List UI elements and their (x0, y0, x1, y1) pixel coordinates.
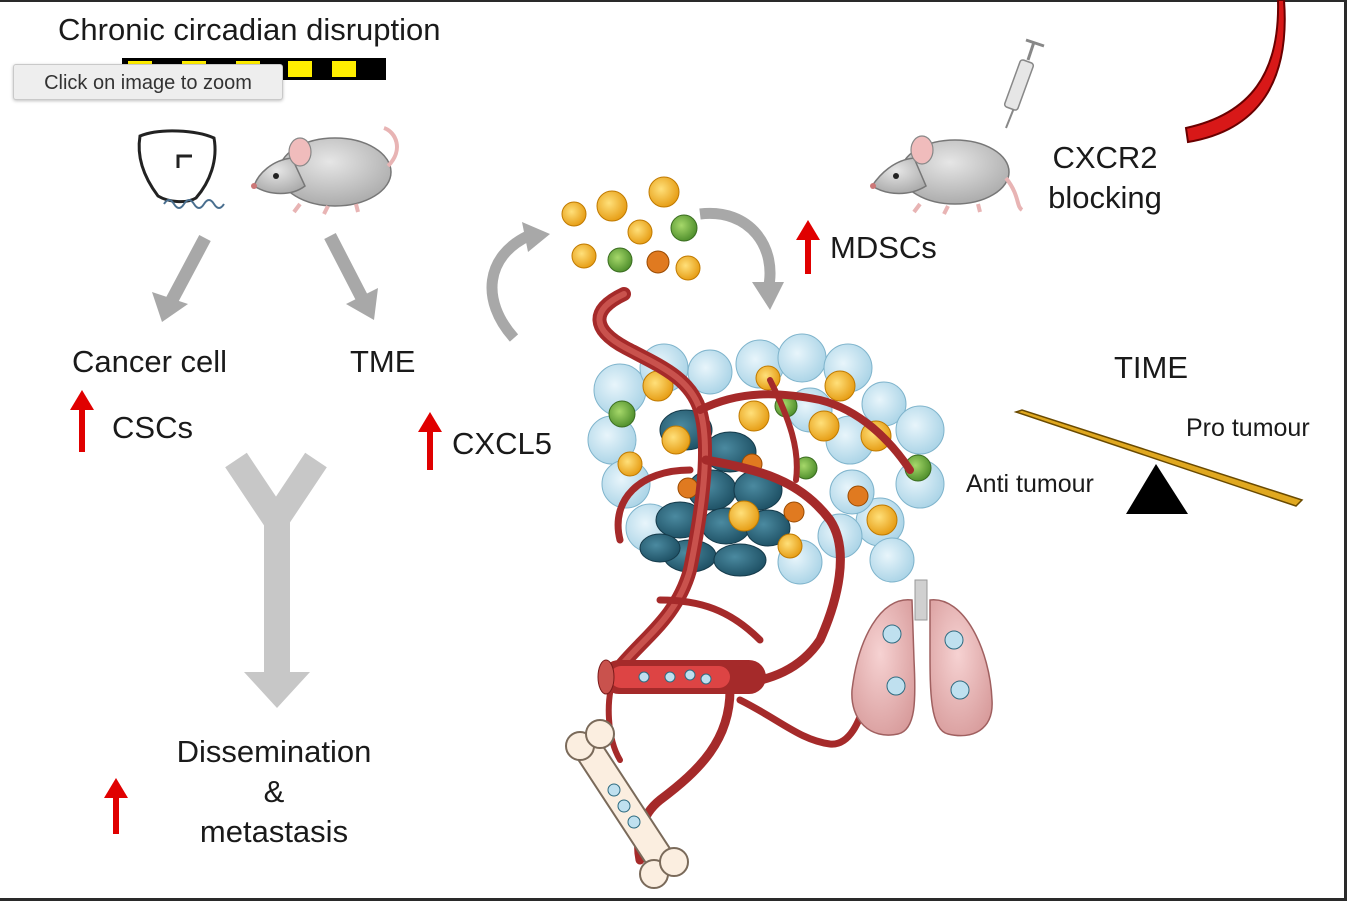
label-cscs: CSCs (112, 410, 193, 445)
zoom-tooltip[interactable]: Click on image to zoom (13, 64, 283, 100)
syringe-icon (1003, 38, 1045, 129)
label-tme: TME (350, 344, 416, 379)
label-ampersand: & (263, 774, 285, 809)
increase-arrow-cxcl5 (418, 412, 442, 470)
label-cxcl5: CXCL5 (452, 426, 552, 461)
recruitment-arrow-left (486, 222, 550, 342)
bone-icon (565, 719, 689, 889)
label-mdscs: MDSCs (830, 230, 937, 265)
label-dissemination: Dissemination (176, 734, 372, 769)
flow-arrow-to-cancer-cell (152, 234, 211, 322)
label-metastasis: metastasis (199, 814, 349, 849)
label-pro-tumour: Pro tumour (1186, 414, 1310, 442)
cancer-cell-icon (137, 129, 225, 209)
circulation-vessel (597, 659, 766, 695)
label-blocking: blocking (1048, 180, 1162, 215)
diagram-header: Chronic circadian disruption (58, 12, 441, 47)
label-time: TIME (1114, 350, 1189, 385)
blocking-arc (1184, 0, 1286, 144)
increase-arrow-cscs (70, 390, 94, 452)
treated-mouse-icon (870, 135, 1024, 215)
mdsc-cluster (561, 176, 701, 281)
increase-arrow-mdscs (796, 220, 820, 274)
label-cancer-cell: Cancer cell (72, 344, 228, 379)
label-cxcr2: CXCR2 (1052, 140, 1158, 175)
merge-arrow (225, 452, 327, 708)
recruitment-arrow-right (699, 207, 784, 310)
tumour-balance (1013, 409, 1304, 514)
lungs-icon (851, 579, 993, 737)
mouse-icon (251, 126, 399, 215)
label-anti-tumour: Anti tumour (966, 470, 1094, 498)
flow-arrow-to-tme (324, 233, 378, 320)
increase-arrow-metastasis (104, 778, 128, 834)
